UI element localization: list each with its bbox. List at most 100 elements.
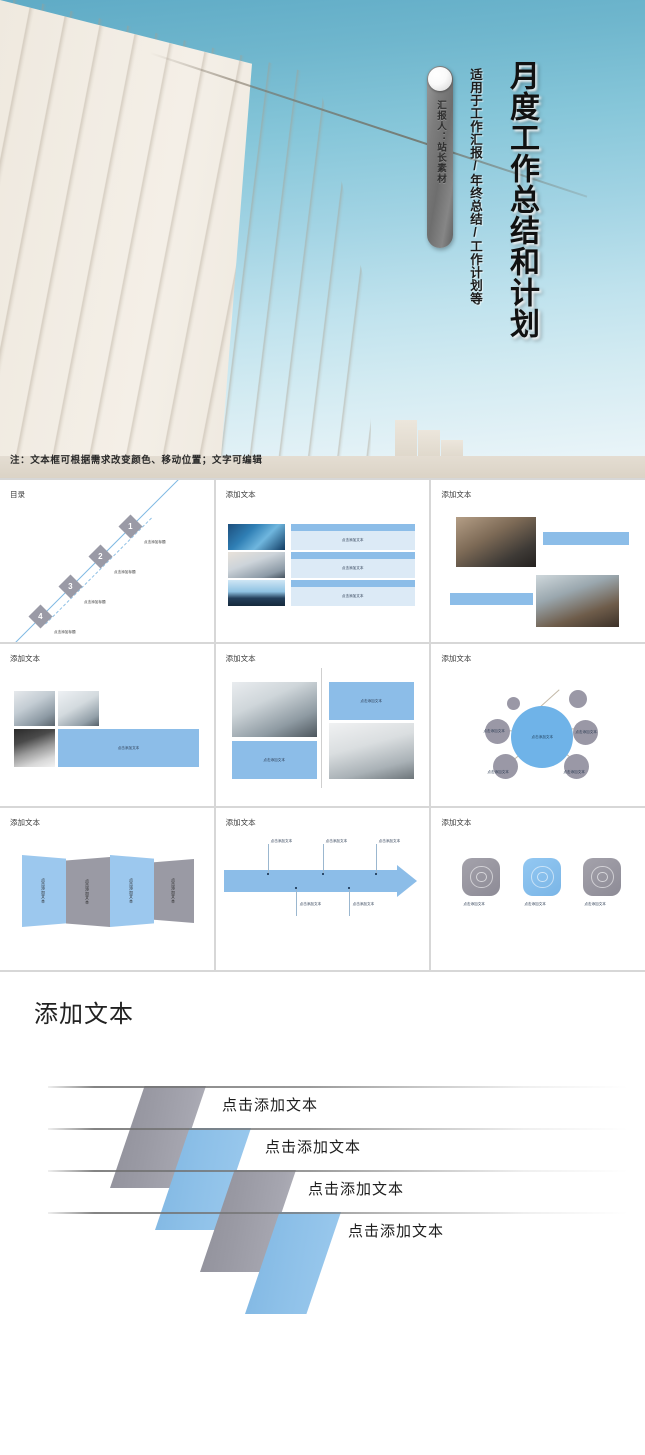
accent-dot-small [507, 697, 521, 710]
catalog-number: 2 [98, 551, 103, 561]
inner-dot-icon [596, 871, 608, 883]
bottom-feature-slide: 添加文本 点击添加文本 点击添加文本 点击添加文本 点击添加文本 [0, 972, 645, 1455]
catalog-number: 3 [68, 581, 73, 591]
cover-subtitle: 适用于工作汇报/年终总结/工作计划等 [468, 68, 482, 305]
satellite-circle-right [573, 720, 599, 745]
satellite-label-right: 点击添加文本 [575, 730, 597, 734]
satellite-label-left: 点击添加文本 [483, 729, 505, 733]
accordion-label-2: 点击添加文本 [85, 879, 90, 905]
hub-center-circle: 点击添加文本 [511, 706, 574, 768]
timeline-dot-below-1 [294, 887, 297, 889]
slide-title: 添加文本 [225, 818, 256, 827]
chevron-label-3: 点击添加文本 [308, 1181, 405, 1198]
row-accent-1 [290, 524, 415, 531]
timeline-label-below-2: 点击添加文本 [352, 902, 375, 906]
accordion-panel-3: 点击添加文本 [110, 855, 154, 927]
row-divider-2 [48, 1128, 628, 1130]
chevron-label-2: 点击添加文本 [265, 1139, 362, 1156]
editor-note: 注：文本框可根据需求改变颜色、移动位置；文字可编辑 [10, 455, 263, 466]
catalog-number: 1 [128, 521, 133, 531]
circle-ring-icon [590, 865, 614, 889]
circle-ring-icon [530, 865, 554, 889]
timeline-dot-below-2 [347, 887, 350, 889]
slide-title: 添加文本 [225, 490, 256, 499]
slide-thumb-three-rows[interactable]: 添加文本 点击添加文本 点击添加文本 点击添加文本 [215, 480, 430, 642]
slide-thumb-two-column[interactable]: 添加文本 点击添加文本 点击添加文本 [215, 644, 430, 806]
slide-thumb-arrow-timeline[interactable]: 添加文本 点击添加文本 点击添加文本 点击添加文本 点击添加文本 点击添加文本 [215, 808, 430, 970]
inner-dot-icon [536, 871, 548, 883]
zigzag-bar-top [543, 532, 630, 545]
circle-ring-icon [469, 865, 493, 889]
slide-title: 添加文本 [441, 490, 472, 499]
slide-title: 添加文本 [441, 818, 472, 827]
building-panel-seams-left [0, 0, 252, 478]
accordion-label-4: 点击添加文本 [171, 878, 176, 904]
photo-office-group-bottom [536, 575, 620, 627]
row-label-3: 点击添加文本 [341, 594, 364, 598]
slide-thumb-accordion[interactable]: 添加文本 点击添加文本 点击添加文本 点击添加文本 点击添加文本 [0, 808, 214, 970]
slide-thumb-zigzag[interactable]: 添加文本 [431, 480, 645, 642]
cover-title: 月度工作总结和计划 [505, 60, 538, 339]
timeline-dot-above-1 [266, 873, 269, 875]
photo-technology [227, 524, 285, 550]
capsule-circle-icon [428, 67, 452, 91]
row-panel-2: 点击添加文本 [290, 552, 415, 578]
slide-thumb-hub-spoke[interactable]: 添加文本 点击添加文本 点击添加文本 点击添加文本 点击添加文本 点击添加文本 [431, 644, 645, 806]
catalog-label-2: 点击添加标题 [114, 570, 136, 574]
row-divider-4 [48, 1212, 628, 1214]
timeline-label-below-1: 点击添加文本 [299, 902, 322, 906]
row-divider-3 [48, 1170, 628, 1172]
slide-title: 添加文本 [10, 818, 40, 827]
photo-hands-table [14, 691, 55, 726]
photo-pen-document [58, 691, 99, 726]
stair-block [418, 430, 440, 460]
timeline-arrow-head [396, 865, 417, 897]
slide-thumb-app-icons[interactable]: 添加文本 点击添加文本 点击添加文本 点击添加文本 [431, 808, 645, 970]
stair-block [395, 420, 417, 460]
timeline-tick-above-3 [375, 844, 377, 874]
photo-bar-chart [14, 729, 55, 767]
row-accent-2 [290, 552, 415, 559]
timeline-tick-above-1 [267, 844, 269, 874]
satellite-circle-bottom-right [564, 754, 590, 779]
satellite-label-bottom-left: 点击添加文本 [487, 770, 509, 774]
right-text-box-label: 点击添加文本 [360, 699, 382, 703]
accordion-panel-2: 点击添加文本 [66, 857, 110, 927]
slide-title: 添加文本 [10, 654, 40, 663]
collage-bar: 点击添加文本 [58, 729, 199, 767]
collage-bar-label: 点击添加文本 [117, 746, 140, 750]
chevron-label-1: 点击添加文本 [222, 1097, 319, 1114]
timeline-dot-above-2 [321, 873, 324, 875]
app-icon-1 [462, 858, 501, 896]
photo-business-crowd [227, 580, 285, 606]
row-panel-3: 点击添加文本 [290, 580, 415, 606]
accordion-panel-4: 点击添加文本 [154, 859, 194, 923]
row-panel-1: 点击添加文本 [290, 524, 415, 550]
slide-thumb-catalog[interactable]: 目录 1 点击添加标题 2 点击添加标题 3 点击添加标题 4 点击添加标题 [0, 480, 214, 642]
timeline-dot-above-3 [374, 873, 377, 875]
ground-strip [0, 456, 645, 478]
column-divider [320, 668, 322, 788]
row-accent-3 [290, 580, 415, 587]
photo-desk-writing [227, 552, 285, 578]
photo-team-meeting-top [456, 517, 537, 567]
row-divider-1 [48, 1086, 628, 1088]
catalog-label-4: 点击添加标题 [54, 630, 76, 634]
slide-thumb-collage[interactable]: 添加文本 点击添加文本 [0, 644, 214, 806]
catalog-label-3: 点击添加标题 [84, 600, 106, 604]
chevron-list: 点击添加文本 点击添加文本 点击添加文本 点击添加文本 [0, 1082, 645, 1382]
catalog-label-1: 点击添加标题 [144, 540, 166, 544]
presenter-name: 汇报人：站长素材 [435, 100, 446, 184]
satellite-circle-bottom-left [493, 754, 519, 779]
slide-title: 添加文本 [225, 654, 256, 663]
chevron-label-4: 点击添加文本 [348, 1223, 445, 1240]
left-text-box: 点击添加文本 [231, 741, 317, 779]
slide-title: 目录 [10, 490, 25, 499]
timeline-label-above-2: 点击添加文本 [325, 839, 348, 843]
app-icon-label-2: 点击添加文本 [524, 902, 546, 906]
photo-tablet-hands [231, 682, 317, 737]
row-label-2: 点击添加文本 [341, 566, 364, 570]
app-icon-label-1: 点击添加文本 [463, 902, 485, 906]
accordion-label-1: 点击添加文本 [41, 878, 46, 904]
